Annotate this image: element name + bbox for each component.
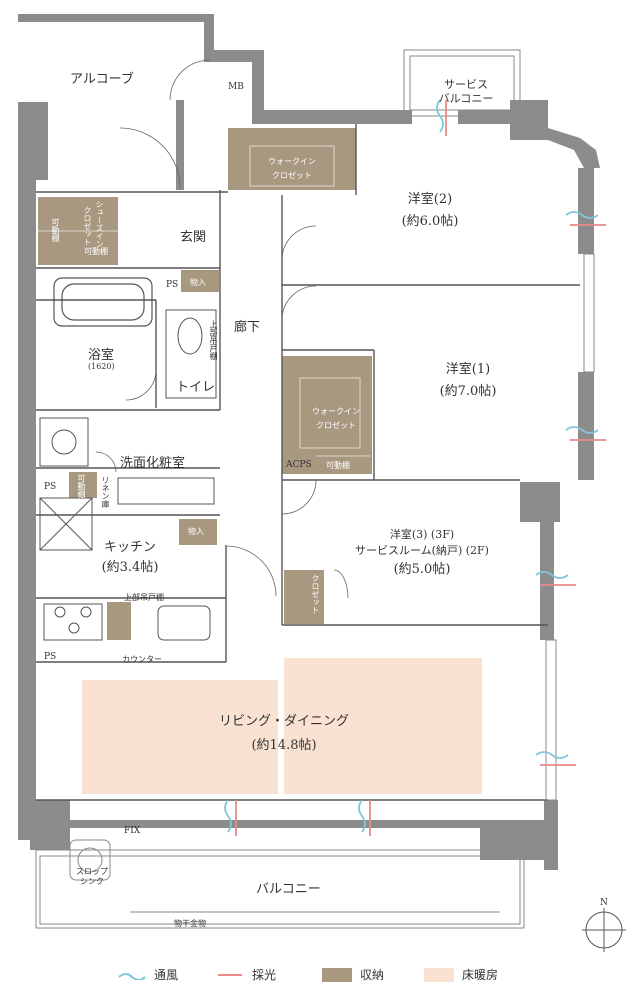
label-western-1-size: (約7.0帖) — [439, 384, 497, 399]
floor-heating-areas — [82, 658, 482, 794]
label-service-balcony-2: バルコニー — [438, 92, 494, 105]
label-entrance: 玄関 — [180, 230, 207, 245]
legend-light-label: 採光 — [252, 968, 277, 982]
storage-swatch-icon — [322, 967, 352, 982]
label-storage-1: 物入 — [190, 278, 206, 287]
label-western-1-name: 洋室(1) — [445, 362, 491, 377]
label-bath-size: (1620) — [88, 362, 115, 371]
label-toilet: トイレ — [176, 380, 216, 395]
compass — [582, 908, 626, 952]
label-ps-3: PS — [44, 652, 57, 662]
toilet-fixture — [165, 309, 217, 399]
floor-heating-swatch-icon — [424, 967, 454, 982]
label-ps-2: PS — [44, 482, 57, 492]
legend-wind: 通風 — [118, 966, 178, 983]
interior-walls — [36, 124, 580, 801]
legend-storage-label: 収納 — [360, 968, 385, 982]
label-storage-2: 物入 — [188, 527, 204, 536]
windows — [545, 253, 595, 801]
label-linen: リネン庫 — [101, 476, 110, 508]
label-movable-shelf-4: 可動棚 — [77, 474, 86, 498]
wind-swatch-icon — [118, 972, 146, 980]
label-upper-cabinet-1: 上部吊戸棚 — [209, 320, 218, 360]
label-shoes-closet-2: クロゼット — [83, 206, 92, 246]
label-fix: FIX — [124, 826, 141, 836]
label-western-3-size: (約5.0帖) — [393, 562, 451, 577]
walls — [18, 14, 600, 870]
label-wic2-1: ウォークイン — [268, 157, 316, 166]
legend-light: 採光 — [216, 966, 276, 983]
light-swatch-icon — [218, 973, 242, 976]
label-kitchen-name: キッチン — [103, 540, 157, 555]
label-drying-rack: 物干金物 — [174, 919, 206, 928]
label-western-2-size: (約6.0帖) — [401, 214, 459, 229]
label-mb: MB — [228, 82, 244, 92]
label-wic2-2: クロゼット — [272, 171, 312, 180]
label-alcove: アルコーブ — [70, 72, 134, 87]
label-service-balcony-1: サービス — [444, 78, 488, 91]
label-wic1-1: ウォークイン — [312, 407, 360, 416]
light-arrows — [235, 100, 606, 836]
label-ps-1: PS — [166, 280, 179, 290]
wind-arrows — [224, 99, 599, 833]
label-bathroom: 浴室 — [88, 348, 115, 363]
legend-floor-heating-label: 床暖房 — [462, 968, 499, 982]
label-shoes-closet-1: シューズイン — [95, 200, 104, 248]
legend-floor-heating: 床暖房 — [424, 966, 498, 983]
label-western-3-alt: サービスルーム(納戸) (2F) — [355, 544, 489, 557]
label-living-size: (約14.8帖) — [251, 738, 317, 753]
balcony-outline — [35, 839, 525, 929]
label-upper-cabinet-2: 上部吊戸棚 — [124, 593, 164, 602]
label-movable-shelf-2: 可動棚 — [84, 247, 108, 256]
legend-wind-label: 通風 — [154, 968, 179, 982]
storage-areas — [38, 128, 372, 640]
label-wic1-2: クロゼット — [316, 421, 356, 430]
label-corridor: 廊下 — [234, 320, 261, 335]
kitchen-fixtures — [39, 417, 215, 641]
service-balcony-outline — [403, 49, 521, 117]
legend-storage: 収納 — [322, 966, 384, 983]
label-acps: ACPS — [286, 460, 312, 470]
label-counter: カウンター — [122, 655, 162, 664]
label-closet: クロゼット — [311, 574, 320, 614]
label-north: N — [600, 898, 608, 908]
door-swings — [95, 59, 349, 599]
label-western-3-name: 洋室(3) (3F) — [389, 528, 455, 541]
label-washroom: 洗面化粧室 — [120, 456, 186, 471]
label-movable-shelf-3: 可動棚 — [326, 461, 350, 470]
label-slop-sink-2: シンク — [80, 877, 104, 886]
label-balcony: バルコニー — [256, 882, 321, 897]
label-western-2-name: 洋室(2) — [407, 192, 453, 207]
label-movable-shelf-1: 可動棚 — [51, 218, 60, 242]
label-slop-sink-1: スロップ — [76, 867, 108, 876]
label-living-name: リビング・ダイニング — [218, 714, 350, 729]
bathtub — [53, 277, 153, 327]
label-kitchen-size: (約3.4帖) — [101, 560, 159, 575]
